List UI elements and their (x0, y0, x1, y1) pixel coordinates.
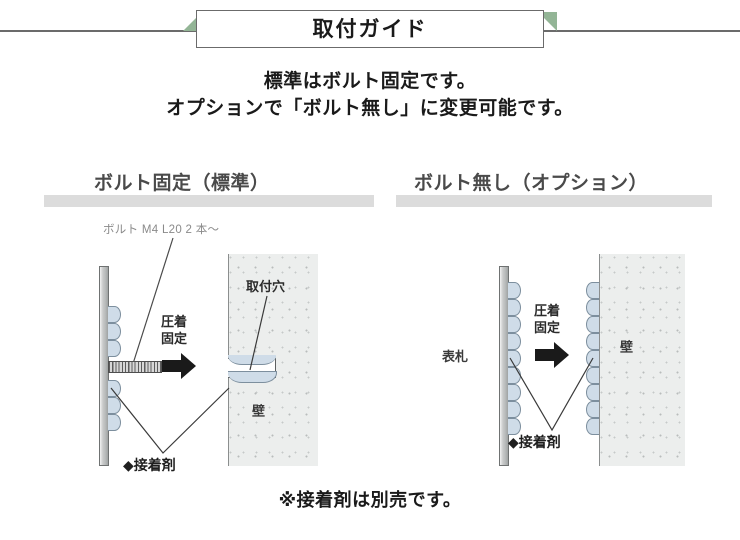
adhesive-blob (586, 299, 599, 316)
adhesive-blob (586, 333, 599, 350)
adhesive-leader-lines (509, 357, 594, 432)
bolt-leader-line (130, 237, 174, 371)
mounting-hole-leader-line (249, 295, 268, 371)
section-heading-label: ボルト無し（オプション） (414, 173, 649, 194)
footer-note: ※接着剤は別売です。 (278, 490, 462, 510)
press-fix-line-1: 圧着 (534, 303, 561, 318)
adhesive-blob (586, 418, 599, 435)
wall-label: 壁 (618, 340, 633, 354)
bolt-spec-note: ボルト M4 L20 2 本〜 (103, 224, 220, 236)
adhesive-blob (108, 340, 121, 357)
section-heading-bar (44, 195, 374, 207)
wall-edge-line (599, 254, 601, 466)
section-heading-bolted: ボルト固定（標準） (44, 168, 374, 208)
banner-rule-left (0, 30, 196, 32)
section-heading-boltless: ボルト無し（オプション） (396, 168, 712, 208)
adhesive-blob (108, 306, 121, 323)
adhesive-blob (508, 299, 521, 316)
wall-label: 壁 (250, 404, 265, 418)
press-fix-label: 圧着 固定 (534, 302, 560, 336)
section-heading-bar (396, 195, 712, 207)
adhesive-label: ◆接着剤 (508, 434, 561, 450)
adhesive-blob (508, 316, 521, 333)
adhesive-blob (586, 384, 599, 401)
bolt-rod (108, 361, 162, 373)
right-arrow-icon (162, 353, 196, 379)
right-arrow-icon (535, 342, 569, 368)
subtitle-line-1: 標準はボルト固定です。 (263, 71, 477, 92)
nameplate-label: 表札 (442, 349, 469, 364)
diagram-bolted-installation: ボルト M4 L20 2 本〜 圧着 固定 取付穴 壁 ◆接着剤 (85, 218, 385, 483)
subtitle-block: 標準はボルト固定です。 オプションで「ボルト無し」に変更可能です。 (0, 68, 740, 122)
adhesive-blob (108, 380, 121, 397)
mounting-hole-label: 取付穴 (246, 279, 286, 294)
banner-rule-right (544, 30, 740, 32)
wall-block (599, 254, 685, 466)
subtitle-line-2: オプションで「ボルト無し」に変更可能です。 (166, 98, 574, 119)
diagram-boltless-installation: 表札 圧着 固定 壁 ◆接着剤 (400, 218, 700, 483)
adhesive-blob (508, 418, 521, 435)
banner-box: 取付ガイド (196, 10, 544, 48)
adhesive-label: ◆接着剤 (123, 457, 176, 473)
adhesive-blob (586, 401, 599, 418)
press-fix-line-2: 固定 (534, 320, 561, 335)
adhesive-blob (508, 401, 521, 418)
section-heading-label: ボルト固定（標準） (94, 173, 270, 194)
adhesive-blob (586, 282, 599, 299)
page-title: 取付ガイド (312, 17, 428, 41)
adhesive-blob (508, 333, 521, 350)
press-fix-line-2: 固定 (161, 331, 188, 346)
press-fix-line-1: 圧着 (161, 314, 188, 329)
adhesive-blob (508, 384, 521, 401)
adhesive-blob (108, 397, 121, 414)
header-banner: 取付ガイド (0, 0, 740, 62)
adhesive-blob (508, 282, 521, 299)
adhesive-blob (586, 367, 599, 384)
press-fix-label: 圧着 固定 (161, 313, 187, 347)
adhesive-leader-lines (110, 387, 230, 454)
adhesive-blob (108, 323, 121, 340)
adhesive-blob (108, 414, 121, 431)
adhesive-blob (586, 316, 599, 333)
